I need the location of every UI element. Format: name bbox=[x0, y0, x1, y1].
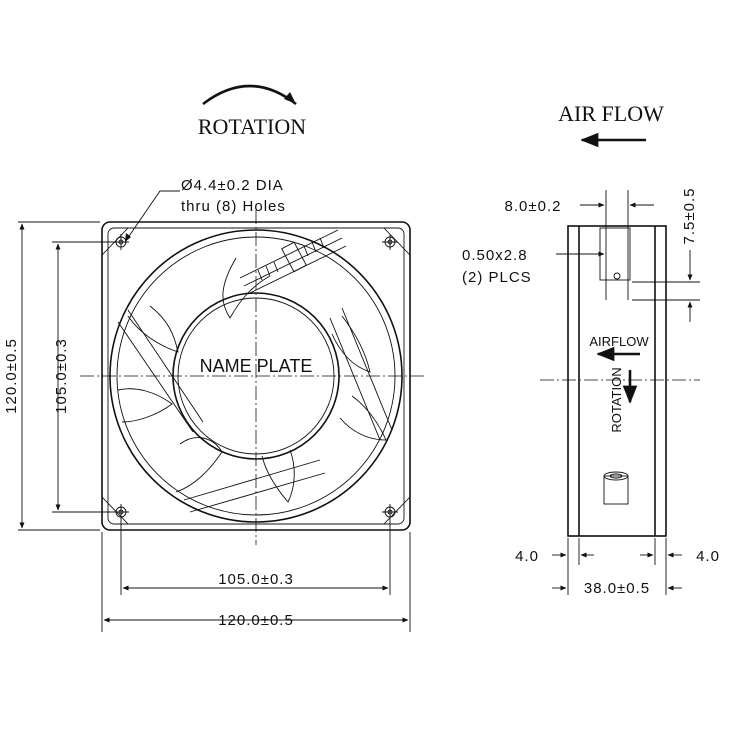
dim-terminal-spacing-label: 8.0±0.2 bbox=[505, 198, 562, 215]
support-struts bbox=[117, 307, 393, 513]
rotation-arrow-icon bbox=[202, 84, 297, 106]
hole-note-leader bbox=[124, 190, 180, 243]
dim-terminal-height-label: 7.5±0.5 bbox=[681, 188, 698, 245]
terminal-note-line1: 0.50x2.8 bbox=[462, 247, 528, 264]
hole-note-line2: thru (8) Holes bbox=[181, 198, 286, 215]
dim-vertical-inner bbox=[52, 241, 115, 513]
wire-bundle bbox=[239, 229, 347, 295]
airflow-title: AIR FLOW bbox=[558, 101, 664, 126]
dim-horizontal-inner bbox=[120, 520, 391, 595]
mounting-holes bbox=[113, 234, 398, 520]
terminal-note-line2: (2) PLCS bbox=[462, 269, 532, 286]
fan-blades bbox=[117, 257, 387, 503]
dim-flange-right-label: 4.0 bbox=[696, 548, 720, 565]
dim-flange-left-label: 4.0 bbox=[515, 548, 539, 565]
dim-flange-left bbox=[552, 538, 594, 595]
connector-boss bbox=[603, 471, 629, 505]
terminal-block bbox=[599, 227, 631, 300]
side-view: AIR FLOW 8.0±0.2 7.5±0.5 bbox=[462, 101, 720, 597]
body-rotation-label: ROTATION bbox=[609, 367, 624, 432]
dim-vertical-outer bbox=[18, 221, 100, 531]
body-airflow-label: AIRFLOW bbox=[589, 334, 649, 349]
dim-terminal-spacing bbox=[580, 190, 654, 230]
dim-horizontal-outer bbox=[101, 532, 411, 632]
fan-side-body bbox=[567, 225, 667, 537]
dim-vertical-outer-label: 120.0±0.5 bbox=[3, 338, 20, 414]
dim-horizontal-inner-label: 105.0±0.3 bbox=[218, 571, 294, 588]
dim-vertical-inner-label: 105.0±0.3 bbox=[53, 338, 70, 414]
dim-horizontal-outer-label: 120.0±0.5 bbox=[218, 612, 294, 629]
rotation-label: ROTATION bbox=[198, 114, 306, 139]
dim-flange-right bbox=[640, 538, 682, 595]
hole-note-line1: Ø4.4±0.2 DIA bbox=[181, 177, 284, 194]
front-view: ROTATION Ø4.4±0.2 DIA thru (8) Holes bbox=[3, 84, 425, 632]
dim-terminal-height bbox=[632, 250, 700, 322]
dim-depth-label: 38.0±0.5 bbox=[584, 580, 650, 597]
